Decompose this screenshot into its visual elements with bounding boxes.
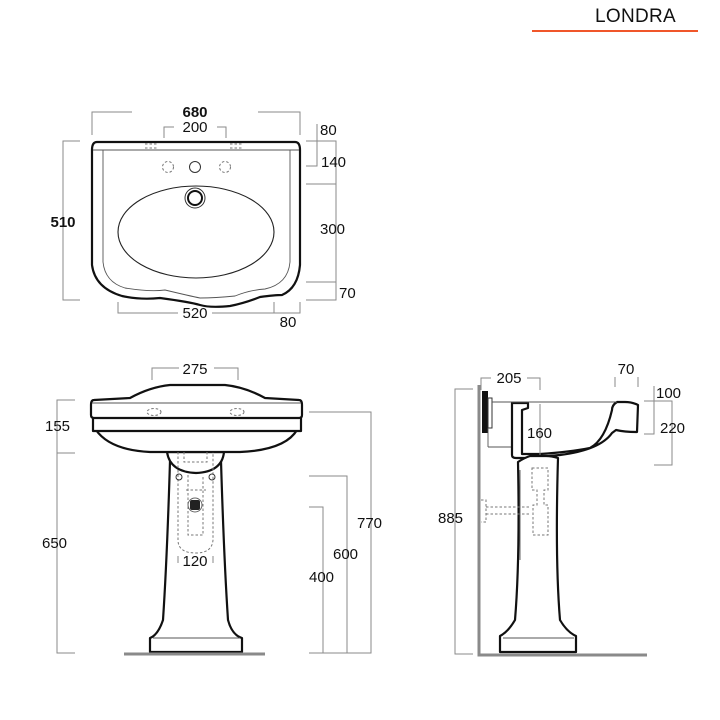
basin-top-outline: [90, 140, 302, 308]
dim-top-width: 275: [182, 361, 207, 378]
bowl: [117, 185, 275, 279]
dim-waste-width: 120: [182, 553, 207, 570]
dim-right-70: 70: [339, 285, 356, 302]
product-title: LONDRA: [595, 6, 676, 27]
dim-right-100: 100: [656, 385, 681, 402]
front-view: 275 155 650 120 400 600 770: [42, 361, 382, 656]
dim-wall-projection: 205: [496, 370, 521, 387]
tap-hole-center: [189, 161, 201, 173]
dim-right-300: 300: [320, 221, 345, 238]
dim-right-220: 220: [660, 420, 685, 437]
title-underline: [532, 30, 698, 32]
dim-overall-width: 680: [182, 104, 207, 121]
side-view: 205 70 160 885 100 220: [438, 361, 685, 657]
dim-rim-width: 70: [618, 361, 635, 378]
dim-bowl-depth: 160: [527, 425, 552, 442]
pedestal-front: [148, 459, 244, 654]
dim-tap-spacing: 200: [182, 119, 207, 136]
dim-overall-depth: 510: [50, 214, 75, 231]
dim-bottom-offset: 80: [280, 314, 297, 331]
dim-height-600: 600: [333, 546, 358, 563]
wall-and-floor: [477, 385, 647, 657]
dim-overall-height: 885: [438, 510, 463, 527]
dim-right-140: 140: [321, 154, 346, 171]
tap-hole-left: [162, 161, 174, 173]
dim-pedestal-height: 650: [42, 535, 67, 552]
header: LONDRA: [532, 4, 698, 34]
pedestal-side: [498, 454, 578, 654]
dim-height-400: 400: [309, 569, 334, 586]
top-view: 680 200 510 80 140 300 70 520 80: [50, 104, 355, 331]
dim-basin-height: 155: [45, 418, 70, 435]
dim-right-80: 80: [320, 122, 337, 139]
dim-height-770: 770: [357, 515, 382, 532]
tap-hole-right: [219, 161, 231, 173]
dim-bottom-width: 520: [182, 305, 207, 322]
